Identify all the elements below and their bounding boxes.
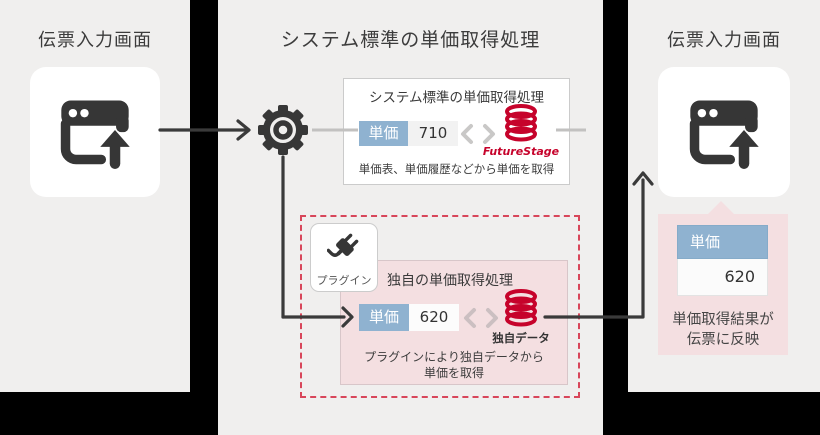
standard-box-header: システム標準の単価取得処理 xyxy=(368,90,545,106)
result-callout: 単価 620 単価取得結果が 伝票に反映 xyxy=(658,201,788,355)
left-panel-title: 伝票入力画面 xyxy=(38,30,152,51)
sync-double-arrow-icon xyxy=(460,123,496,149)
result-caption-line2: 伝票に反映 xyxy=(686,332,760,348)
standard-process-box: システム標準の単価取得処理 単価 710 FutureStage 単価表、単価履… xyxy=(343,78,570,185)
browser-upload-icon xyxy=(684,90,764,174)
database-icon-futurestage xyxy=(501,104,541,148)
callout-pointer xyxy=(708,201,734,214)
datasource-label-futurestage: FutureStage xyxy=(482,145,560,158)
browser-upload-icon xyxy=(55,90,135,174)
right-panel-title: 伝票入力画面 xyxy=(667,30,781,51)
price-field-label: 単価 xyxy=(359,121,408,146)
custom-box-header: 独自の単価取得処理 xyxy=(387,273,513,289)
gear-icon xyxy=(257,104,309,156)
standard-box-caption: 単価表、単価履歴などから単価を取得 xyxy=(358,162,555,176)
plugin-badge-label: プラグイン xyxy=(316,274,372,287)
plugin-badge: プラグイン xyxy=(310,223,378,292)
voucher-input-card-left xyxy=(30,67,160,197)
result-table: 単価 620 xyxy=(677,225,768,296)
custom-box-caption-line1: プラグインにより独自データから xyxy=(364,350,544,364)
plug-icon xyxy=(326,224,361,269)
custom-process-box: 独自の単価取得処理 単価 620 独自データ プラグインにより独自データから 単… xyxy=(340,260,568,385)
result-table-value: 620 xyxy=(677,259,768,296)
price-field-value: 620 xyxy=(409,304,459,331)
sync-double-arrow-icon xyxy=(463,307,499,333)
middle-panel-title: システム標準の単価取得処理 xyxy=(280,29,541,51)
custom-box-caption-line2: 単価を取得 xyxy=(423,366,484,380)
datasource-label-custom: 独自データ xyxy=(492,331,550,345)
database-icon-custom xyxy=(501,289,541,333)
voucher-input-card-right xyxy=(658,67,790,197)
result-caption-line1: 単価取得結果が xyxy=(672,312,774,328)
price-field-value: 710 xyxy=(408,121,458,146)
price-field-label: 単価 xyxy=(359,304,409,331)
result-table-header: 単価 xyxy=(677,225,768,259)
